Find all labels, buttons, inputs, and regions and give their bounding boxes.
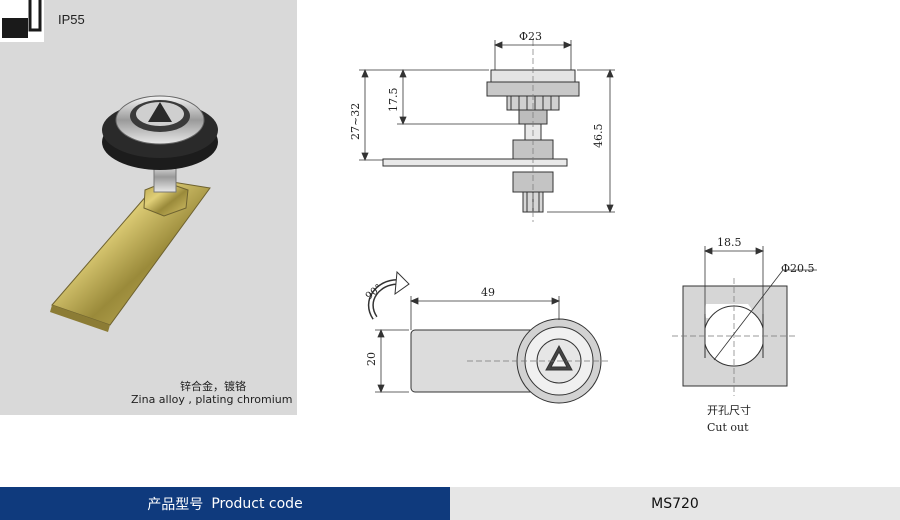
- cutout-diameter-dimension: Φ20.5: [781, 262, 815, 275]
- cutout-label-en: Cut out: [707, 421, 749, 434]
- rotation-arrow-icon: [367, 270, 410, 320]
- cam-length-dimension: 49: [481, 286, 495, 299]
- cutout-view: [672, 278, 797, 396]
- technical-drawing: Φ23 46.5 17.5 27~32 49 20: [297, 0, 900, 434]
- product-code-label-en: Product code: [211, 495, 303, 512]
- product-code-label-cn: 产品型号: [147, 496, 204, 513]
- grip-range-dimension: 27~32: [349, 103, 362, 140]
- total-height-dimension: 46.5: [592, 124, 605, 149]
- cam-width-dimension: 20: [365, 352, 378, 366]
- cam-view-dimensions: [375, 296, 561, 394]
- cutout-label-cn: 开孔尺寸: [707, 403, 751, 415]
- material-label-en: Zina alloy , plating chromium: [131, 393, 293, 406]
- side-view-dimensions: [359, 40, 615, 214]
- cap-diameter-dimension: Φ23: [519, 30, 542, 43]
- product-photo-panel: IP55 锌合金，镀铬: [0, 0, 297, 415]
- drawing-canvas: Φ23 46.5 17.5 27~32 49 20: [349, 30, 817, 417]
- brand-logo-icon: [0, 0, 44, 42]
- upper-height-dimension: 17.5: [387, 88, 400, 113]
- cutout-width-dimension: 18.5: [717, 236, 742, 249]
- side-view: [382, 40, 580, 222]
- product-code-bar: 产品型号 Product code MS720: [0, 487, 900, 520]
- cam-view: [410, 318, 609, 404]
- cutout-dimensions: [703, 246, 817, 361]
- material-label-cn: 锌合金，镀铬: [180, 380, 246, 393]
- product-code-label: 产品型号 Product code: [0, 487, 450, 520]
- ip-rating-label: IP55: [58, 12, 85, 27]
- product-photo: [50, 95, 218, 332]
- product-code-value: MS720: [450, 487, 900, 520]
